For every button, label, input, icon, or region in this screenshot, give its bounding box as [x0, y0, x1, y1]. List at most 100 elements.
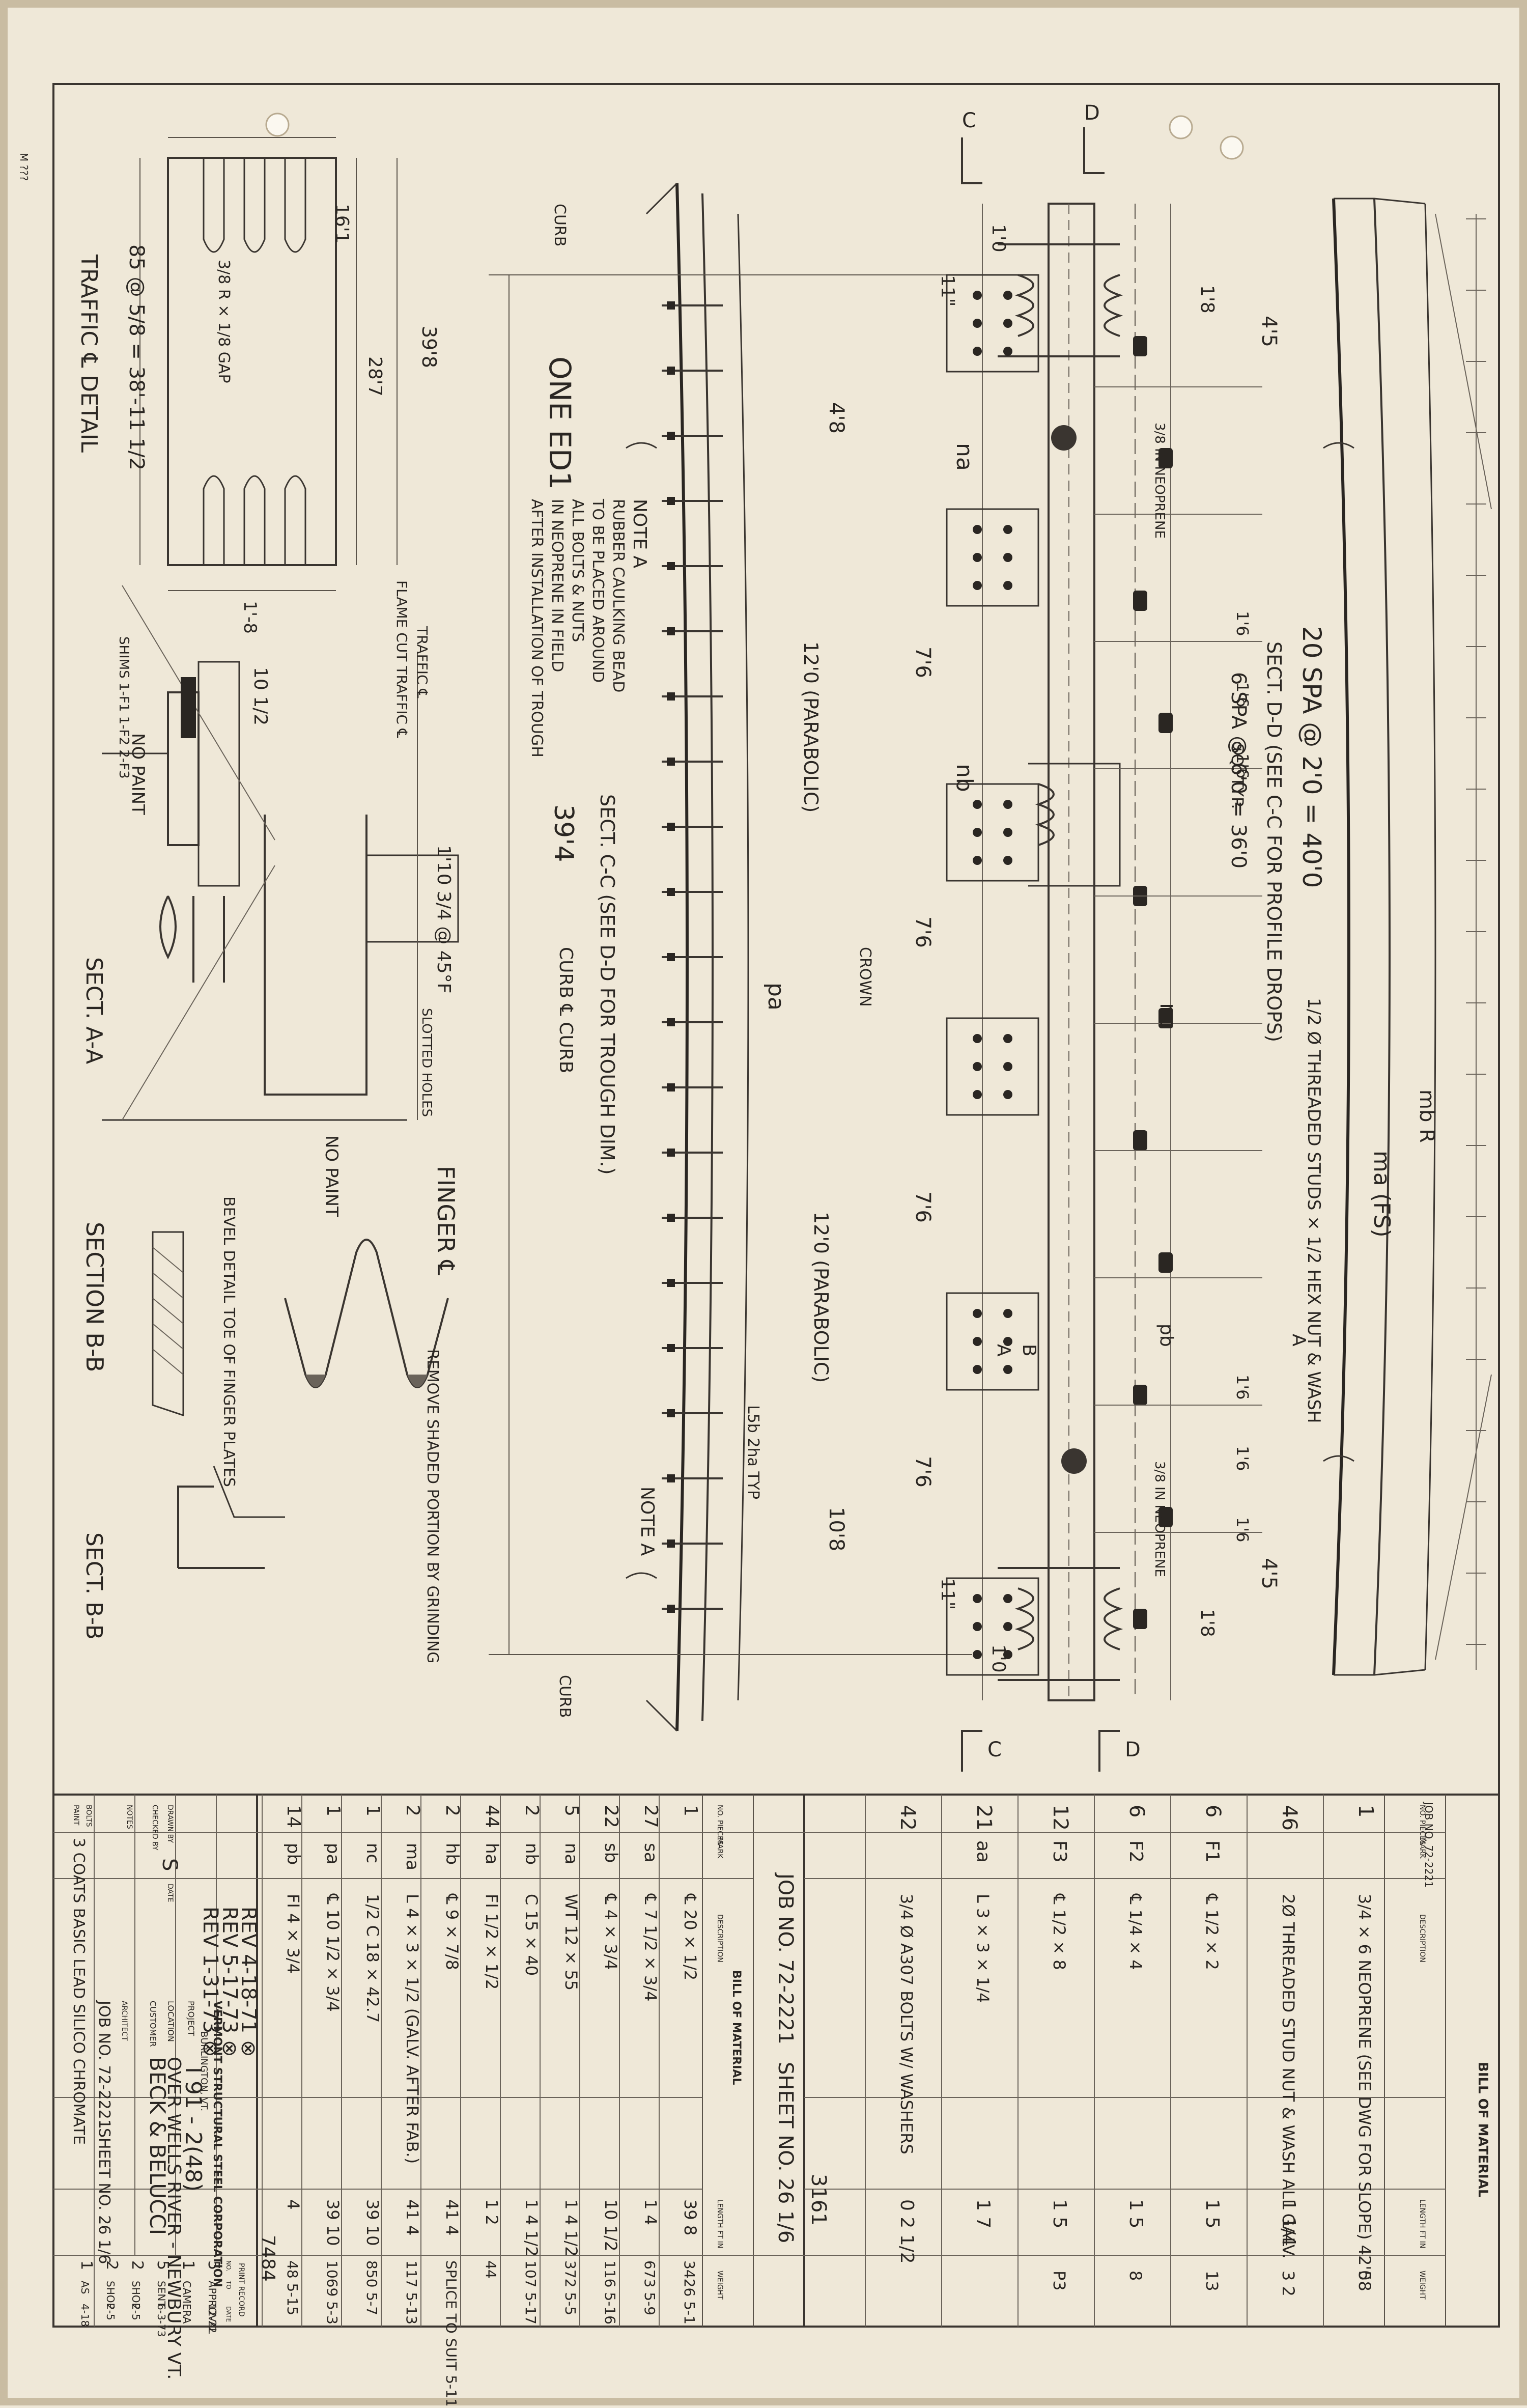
stud-nut — [667, 1539, 675, 1548]
bill-bottom-row-len: 1 4 1/2 — [522, 2199, 541, 2257]
customer-value: BECK & BELUCCI — [145, 2057, 170, 2235]
bill-top-row-len: 0 2 1/2 — [896, 2199, 917, 2264]
dim-4-8: 4'8 — [825, 402, 848, 434]
cut-marker-icon — [1061, 1448, 1087, 1474]
bill-bottom-row-wt: 3426 5-1 — [681, 2260, 698, 2325]
bill-bottom-row-mark: ma — [402, 1843, 422, 1870]
stud-nut — [667, 301, 675, 310]
print-record-header: NO. — [225, 2260, 232, 2272]
print-record-header: TO — [225, 2280, 232, 2289]
note-a-line: RUBBER CAULKING BEAD — [609, 499, 627, 692]
anchor-bolt-icon — [1133, 1130, 1147, 1151]
stud-nut — [667, 497, 675, 505]
crown-label: CROWN — [856, 947, 874, 1007]
cut-d-top: D — [1084, 101, 1100, 125]
anchor-bolt-icon — [1133, 336, 1147, 356]
bill-top-row-desc: ℄ 1/2 × 2 — [1202, 1893, 1222, 1970]
dim-4-5-top: 4'5 — [1257, 316, 1281, 347]
bevel-note: BEVEL DETAIL TOE OF FINGER PLATES — [220, 1196, 238, 1487]
bill-top-row-mark: F3 — [1049, 1840, 1070, 1863]
bolt-icon — [1003, 525, 1012, 534]
bill-bottom-header: WEIGHT — [716, 2271, 724, 2300]
drawn-initial: S — [158, 1858, 181, 1871]
stud-nut — [667, 888, 675, 896]
stud-nut — [667, 1149, 675, 1157]
cut-c-bottom: C — [987, 1738, 1002, 1761]
notes-label: NOTES — [125, 1805, 133, 1829]
stud-nut — [667, 1279, 675, 1287]
stud-nut — [667, 1605, 675, 1613]
anchor-bolt-icon — [1133, 1609, 1147, 1629]
bill-top-row-pieces: 1 — [1354, 1805, 1377, 1817]
mark-nc: nc — [1155, 1003, 1181, 1029]
title-block: REV 4-18-71 ⊗ REV 5-17-73 ⊗ REV 1-31-73 … — [53, 1795, 260, 2379]
bill-bottom-row-len: 39 8 — [681, 2199, 700, 2235]
anchor-bolt-icon — [1133, 591, 1147, 611]
bill-bottom-row-wt: 107 5-17 — [522, 2260, 539, 2325]
corner-stamp: M ??? — [18, 153, 30, 181]
dim-28-7: 28'7 — [364, 356, 385, 397]
bolt-icon — [973, 319, 982, 328]
revision-2: REV 5-17-73 ⊗ — [218, 1907, 241, 2057]
bolt-icon — [1003, 553, 1012, 562]
bill-top-row-wt: P3 — [1050, 2271, 1069, 2291]
bill-bottom-job-no: JOB NO. 72-2221 — [774, 1872, 797, 2045]
bolt-icon — [973, 581, 982, 590]
cut-b-mid: B — [1019, 1344, 1039, 1357]
bill-bottom-row-desc: WT 12 × 55 — [561, 1894, 581, 1991]
bill-bottom-row-len: 1 2 — [482, 2199, 501, 2225]
bill-bottom-title: BILL OF MATERIAL — [730, 1970, 743, 2085]
bolt-icon — [973, 1337, 982, 1346]
bill-top-row-pieces: 42 — [896, 1805, 919, 1831]
splice-plate — [946, 1292, 1039, 1391]
stud-nut — [667, 692, 675, 701]
bolt-icon — [973, 525, 982, 534]
bill-top-row-pieces: 12 — [1049, 1805, 1072, 1831]
no-paint-note-1: NO PAINT — [128, 733, 148, 815]
print-record-to: SHOP — [130, 2281, 142, 2309]
dim-11-top: 11" — [937, 275, 958, 306]
anchor-bolt-icon — [1158, 448, 1173, 468]
dim-1-6: 1'6 — [1233, 682, 1252, 708]
bill-top-header: NO. PIECES — [1418, 1805, 1426, 1845]
curb-to-curb: CURB ℄ CURB — [555, 947, 576, 1073]
traffic-dims: 85 @ 5/8 = 38'-11 1/2 — [125, 244, 148, 470]
bill-top-row-desc: ℄ 1/4 × 4 — [1126, 1893, 1145, 1970]
bill-bottom-row-desc: 1/2 C 18 × 42.7 — [363, 1894, 382, 2023]
bolt-icon — [973, 856, 982, 865]
bolt-icon — [973, 1309, 982, 1318]
print-record-to: APPROVAL — [206, 2281, 218, 2334]
bolts-label: BOLTS — [84, 1805, 93, 1827]
bill-bottom-row-len: 1 4 1/2 — [561, 2199, 581, 2257]
bill-top-row-wt: 13 — [1202, 2271, 1222, 2291]
bill-bottom-row-mark: na — [561, 1843, 581, 1864]
print-record-no: 5 — [205, 2260, 222, 2270]
bill-bottom-row-len: 39 10 — [323, 2199, 343, 2246]
stud-nut — [667, 432, 675, 440]
bill-top-job-no: JOB NO. 72-2221 — [1423, 1801, 1435, 1888]
twelve-parabolic-1: 12'0 (PARABOLIC) — [800, 641, 822, 813]
note-a-line: ALL BOLTS & NUTS — [569, 499, 586, 642]
sect-bb-title: SECT. B-B — [81, 1532, 107, 1640]
stud-nut — [667, 1083, 675, 1091]
bill-top-row-len: 1 5 — [1049, 2199, 1070, 2228]
studs-note: 1/2 Ø THREADED STUDS × 1/2 HEX NUT & WAS… — [1304, 998, 1324, 1423]
dim-1-6: 1'6 — [1233, 1517, 1252, 1543]
cut-a-right: A — [1288, 1334, 1309, 1347]
section-cut-markers: C D C D A A B — [961, 101, 1309, 1772]
bill-bottom-row-pieces: 27 — [640, 1805, 661, 1828]
bolt-icon — [973, 291, 982, 300]
dim-16-1: 16'1 — [331, 204, 352, 244]
company-name: VERMONT STRUCTURAL STEEL CORPORATION — [211, 2001, 223, 2287]
bill-top-header: MARK — [1418, 1838, 1426, 1859]
bill-bottom-row-mark: nb — [521, 1843, 542, 1865]
date-label: DATE — [166, 1884, 174, 1902]
shims-note: SHIMS 1-F1 1-F2 2-F3 — [116, 636, 131, 779]
cut-d-bottom: D — [1125, 1738, 1141, 1761]
splice-plate — [946, 783, 1039, 882]
print-record-date: 4-18 — [79, 2304, 91, 2327]
bolt-icon — [973, 1594, 982, 1603]
dim-1-8: 1'-8 — [240, 601, 260, 634]
